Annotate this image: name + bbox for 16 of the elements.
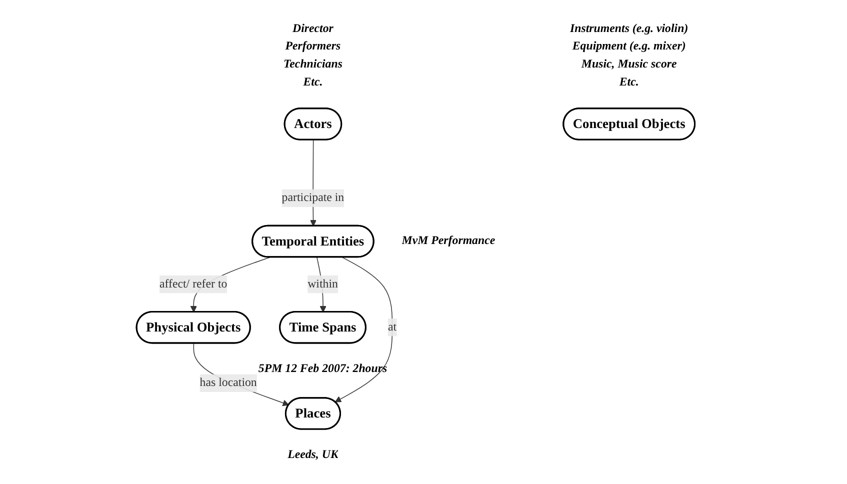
- node-label: Equipment (e.g. mixer): [572, 40, 686, 53]
- node-label: Technicians: [283, 58, 342, 71]
- node-label: MvM Performance: [402, 234, 496, 248]
- node-label: Etc.: [303, 76, 323, 88]
- node-label: Director: [292, 22, 334, 35]
- node-label: Instruments (e.g. violin): [570, 22, 688, 35]
- node-label: Music, Music score: [581, 58, 677, 71]
- arrow: [334, 256, 393, 402]
- edge-label: has location: [200, 376, 257, 390]
- edge-label: within: [308, 278, 338, 290]
- node-label: Performers: [285, 40, 341, 53]
- node-label: Etc.: [619, 76, 639, 88]
- edge-label: at: [388, 320, 397, 334]
- edge-label: affect/ refer to: [159, 278, 228, 290]
- arrow: [193, 342, 290, 406]
- edge-label: participate in: [282, 192, 344, 204]
